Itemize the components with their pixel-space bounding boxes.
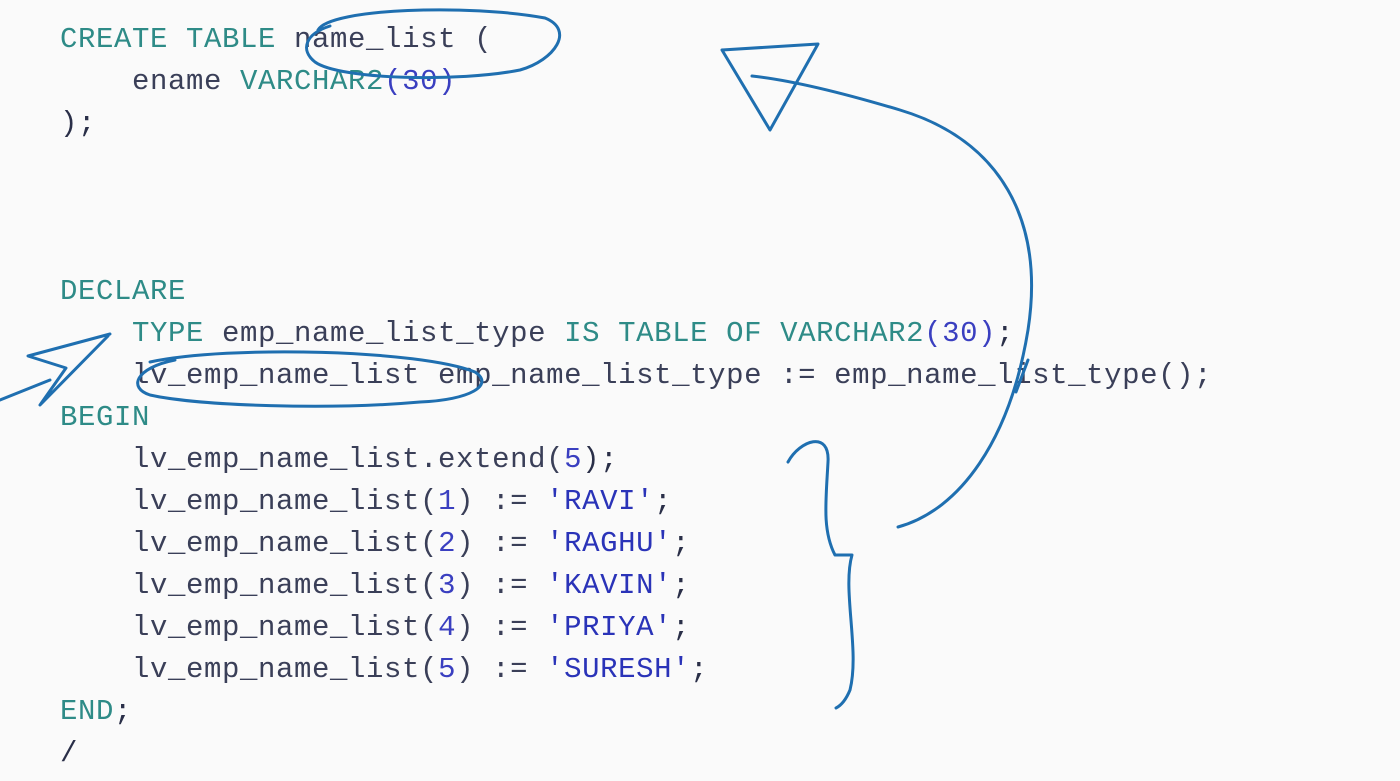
code-token: lv_emp_name_list.extend( (60, 443, 565, 476)
code-token: 4 (438, 611, 457, 644)
code-line: TYPE emp_name_list_type IS TABLE OF VARC… (60, 313, 1014, 355)
code-token: END (60, 695, 115, 728)
code-token: (30) (384, 65, 457, 98)
code-token: ename (60, 65, 241, 98)
code-token: ; (654, 485, 673, 518)
code-token: 5 (438, 653, 457, 686)
code-token: emp_name_list_type (222, 317, 565, 350)
code-token: 3 (438, 569, 457, 602)
code-token: TYPE (60, 317, 223, 350)
code-token: lv_emp_name_list( (60, 527, 439, 560)
code-line: END; (60, 691, 132, 733)
code-token: 1 (438, 485, 457, 518)
code-token: ); (60, 107, 97, 140)
code-line: lv_emp_name_list(1) := 'RAVI'; (60, 481, 672, 523)
code-line: lv_emp_name_list(4) := 'PRIYA'; (60, 607, 690, 649)
code-token: ) := (456, 569, 547, 602)
code-token: CREATE TABLE (60, 23, 295, 56)
code-line: DECLARE (60, 271, 186, 313)
code-token: lv_emp_name_list( (60, 485, 439, 518)
code-line: lv_emp_name_list emp_name_list_type := e… (60, 355, 1212, 397)
code-token: lv_emp_name_list( (60, 653, 439, 686)
code-token: ) := (456, 485, 547, 518)
code-token: ; (114, 695, 133, 728)
code-line: ename VARCHAR2(30) (60, 61, 456, 103)
code-token: ; (672, 569, 691, 602)
code-token: DECLARE (60, 275, 187, 308)
code-token: 2 (438, 527, 457, 560)
code-token: ; (996, 317, 1015, 350)
code-token: 'RAVI' (546, 485, 655, 518)
code-token: lv_emp_name_list emp_name_list_type := e… (60, 359, 1213, 392)
code-line: ); (60, 103, 96, 145)
code-token: 5 (564, 443, 583, 476)
code-token: BEGIN (60, 401, 151, 434)
code-line: / (60, 733, 78, 775)
code-line: lv_emp_name_list(3) := 'KAVIN'; (60, 565, 690, 607)
code-token: ; (672, 611, 691, 644)
code-token: ) := (456, 653, 547, 686)
code-token: ); (582, 443, 619, 476)
code-token: ; (690, 653, 709, 686)
code-token: 'KAVIN' (546, 569, 673, 602)
code-line: CREATE TABLE name_list ( (60, 19, 492, 61)
code-token: lv_emp_name_list( (60, 611, 439, 644)
code-token: 'PRIYA' (546, 611, 673, 644)
code-token: name_list ( (294, 23, 493, 56)
code-token: VARCHAR2 (240, 65, 385, 98)
code-line: lv_emp_name_list(2) := 'RAGHU'; (60, 523, 690, 565)
code-token: 'RAGHU' (546, 527, 673, 560)
code-token: ) := (456, 611, 547, 644)
code-token: 'SURESH' (546, 653, 691, 686)
code-token: / (60, 737, 79, 770)
code-token: IS TABLE OF VARCHAR2 (564, 317, 925, 350)
code-token: ) := (456, 527, 547, 560)
code-line: lv_emp_name_list.extend(5); (60, 439, 618, 481)
code-line: lv_emp_name_list(5) := 'SURESH'; (60, 649, 708, 691)
code-token: (30) (924, 317, 997, 350)
code-token: ; (672, 527, 691, 560)
code-line: BEGIN (60, 397, 150, 439)
code-token: lv_emp_name_list( (60, 569, 439, 602)
